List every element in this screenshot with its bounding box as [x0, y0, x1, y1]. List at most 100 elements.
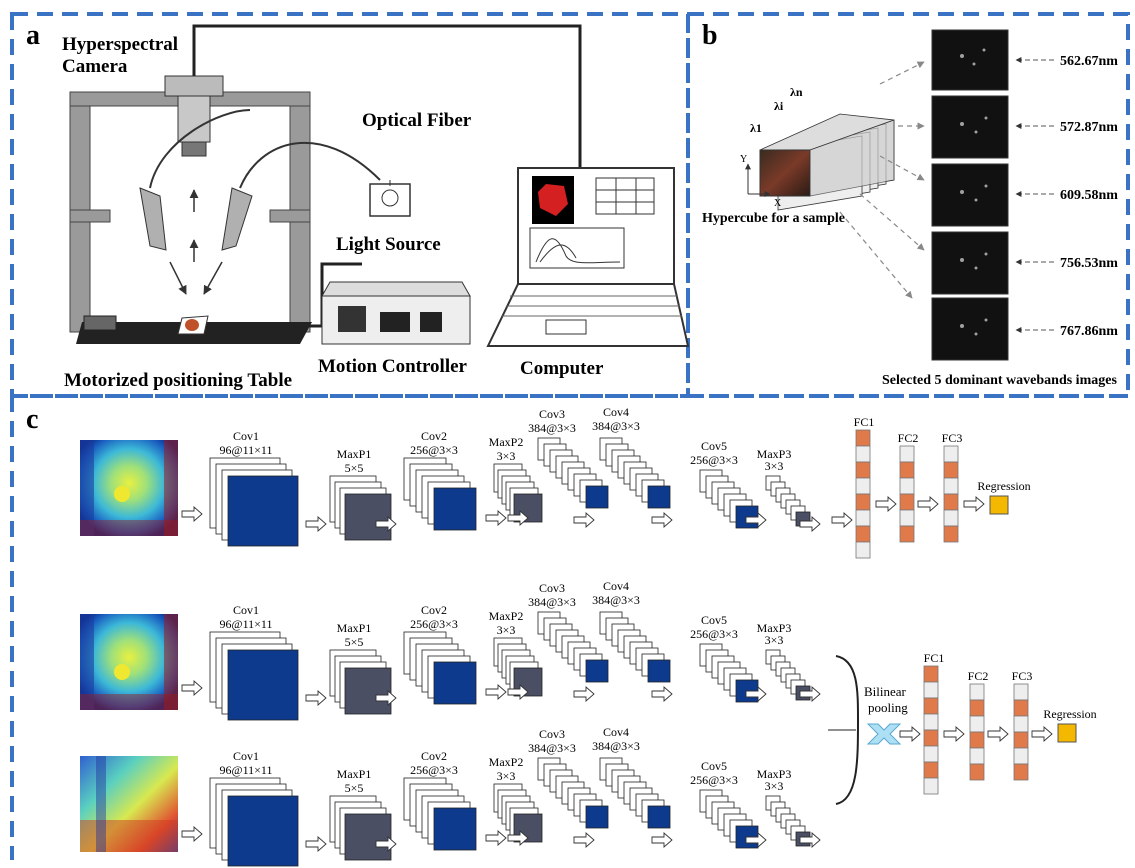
fc1-top-unit-6 [855, 509, 871, 527]
fc3-bottom-unit-1 [1013, 683, 1029, 701]
arrow-cov5 [745, 686, 767, 702]
input-heatmap-1 [80, 440, 178, 536]
fc1-top-unit-1 [855, 429, 871, 447]
cov2-dim: 256@3×3 [410, 443, 458, 457]
cov1-label: Cov1 [233, 429, 259, 443]
fc2-top-unit-3 [899, 477, 915, 495]
arrow-maxp3-row3 [799, 832, 821, 848]
maxp1-label: MaxP1 [337, 621, 372, 635]
maxp3-label: MaxP3 [757, 767, 792, 781]
fc2-bottom-unit-6 [969, 763, 985, 781]
arrow-maxp2 [507, 830, 529, 846]
cov3-layer-9 [585, 485, 609, 509]
cov3-label: Cov3 [539, 407, 565, 421]
cov1-label: Cov1 [233, 749, 259, 763]
hypercube [759, 113, 895, 211]
cov3-dim: 384@3×3 [528, 421, 576, 435]
cov4-label: Cov4 [603, 725, 629, 739]
arrow-maxp2 [507, 510, 529, 526]
motion-controller [308, 262, 471, 345]
fc2-bottom-unit-3 [969, 715, 985, 733]
cov3-layer-9 [585, 805, 609, 829]
cov1-layer-4 [227, 649, 299, 721]
fc3-top-unit-5 [943, 509, 959, 527]
light-arrows [169, 189, 223, 295]
fc3-bottom-unit-4 [1013, 731, 1029, 749]
fc3-label: FC3 [942, 431, 963, 445]
fc2-top-unit-2 [899, 461, 915, 479]
waveband-caption: Selected 5 dominant wavebands images [882, 373, 1117, 388]
cov1-layer-4 [227, 795, 299, 867]
maxp2-dim: 3×3 [497, 769, 516, 783]
fc3-bottom-unit-5 [1013, 747, 1029, 765]
optical-fiber-label: Optical Fiber [362, 110, 472, 131]
arrow-bilinear-fc1 [899, 726, 921, 742]
fc3-bottom-unit-6 [1013, 763, 1029, 781]
arrow-input [181, 506, 203, 522]
positioning-rig [69, 91, 311, 333]
maxp3-label: MaxP3 [757, 447, 792, 461]
fc1-label: FC1 [924, 651, 945, 665]
cov5-dim: 256@3×3 [690, 453, 738, 467]
arrow-cov1 [305, 836, 327, 852]
arrow-cov2 [485, 684, 507, 700]
fc1-bottom-unit-7 [923, 761, 939, 779]
arrow-maxp1 [375, 516, 397, 532]
panel-frames [10, 12, 1130, 860]
cov2-layer-6 [433, 661, 477, 705]
input-heatmap-3 [80, 756, 178, 852]
fc2-top-unit-6 [899, 525, 915, 543]
light-source-label: Light Source [336, 234, 441, 255]
bilinear-label-1: Bilinear [864, 684, 907, 699]
fc2-label: FC2 [898, 431, 919, 445]
fc1-top-unit-5 [855, 493, 871, 511]
cov2-label: Cov2 [421, 603, 447, 617]
fc3-top-unit-3 [943, 477, 959, 495]
arrow-input [181, 680, 203, 696]
motorized-table [76, 315, 312, 344]
lambda-n: λn [790, 85, 803, 99]
arrow-maxp3-fc1 [799, 516, 821, 532]
fc3-top-unit-4 [943, 493, 959, 511]
waveband-label-2: 572.87nm [1060, 120, 1118, 135]
light-source [369, 180, 411, 217]
arrow-cov3 [573, 832, 595, 848]
fc3-bottom-unit-3 [1013, 715, 1029, 733]
fc1-bottom-unit-6 [923, 745, 939, 763]
arrow-cov4 [651, 512, 673, 528]
waveband-label-arrows [1015, 57, 1054, 333]
arrow-cov3 [573, 686, 595, 702]
fc1-bottom-unit-2 [923, 681, 939, 699]
fc3-label: FC3 [1012, 669, 1033, 683]
hyperspectral-camera [164, 75, 224, 157]
maxp3-dim: 3×3 [765, 459, 784, 473]
arrow-fc2-fc3-b [987, 726, 1009, 742]
cov3-label: Cov3 [539, 581, 565, 595]
cov3-dim: 384@3×3 [528, 595, 576, 609]
fc3-top-unit-6 [943, 525, 959, 543]
maxp3-dim: 3×3 [765, 633, 784, 647]
cov4-layer-9 [647, 659, 671, 683]
cov2-dim: 256@3×3 [410, 763, 458, 777]
cov4-dim: 384@3×3 [592, 593, 640, 607]
fc1-label: FC1 [854, 415, 875, 429]
fc2-top-unit-5 [899, 509, 915, 527]
waveband-label-1: 562.67nm [1060, 54, 1118, 69]
cov5-dim: 256@3×3 [690, 627, 738, 641]
panel-c-letter: c [26, 404, 38, 435]
fc3-top-unit-1 [943, 445, 959, 463]
cov3-label: Cov3 [539, 727, 565, 741]
fc1-top-unit-7 [855, 525, 871, 543]
cov2-layer-6 [433, 807, 477, 851]
cov4-dim: 384@3×3 [592, 419, 640, 433]
fc1-top-unit-2 [855, 445, 871, 463]
arrow-cov1 [305, 690, 327, 706]
maxp1-layer-4 [344, 493, 392, 541]
maxp2-label: MaxP2 [489, 435, 524, 449]
maxp1-label: MaxP1 [337, 767, 372, 781]
